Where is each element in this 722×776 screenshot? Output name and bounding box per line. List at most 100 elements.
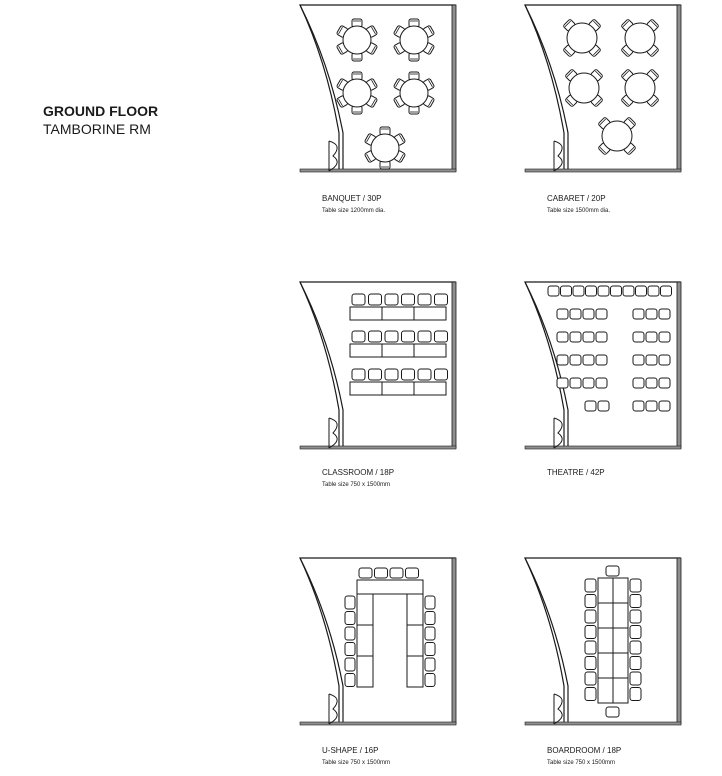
chair (344, 626, 356, 641)
rect-table (612, 627, 629, 654)
chair (424, 673, 436, 687)
chair-back (395, 79, 400, 88)
side-wall-shade (451, 557, 457, 725)
bottom-wall-shade (299, 445, 457, 450)
chair (629, 578, 642, 593)
chair (556, 308, 569, 320)
side-wall-shade (676, 281, 682, 449)
floor-heading: GROUND FLOOR TAMBORINE RM (43, 102, 158, 138)
chair (629, 625, 642, 639)
curved-wall (524, 557, 569, 724)
chair (597, 285, 610, 297)
rect-table (597, 652, 614, 679)
chair (379, 126, 391, 136)
caption-banquet: BANQUET / 30P Table size 1200mm dia. (322, 193, 385, 217)
side-wall-shade (676, 557, 682, 725)
chair-back (428, 26, 433, 35)
chair (351, 293, 366, 306)
chair (560, 285, 572, 297)
chair (389, 567, 404, 579)
chair (585, 285, 597, 297)
chair (384, 368, 399, 381)
chair (658, 354, 671, 366)
chair-back (564, 20, 571, 27)
layout-banquet: BANQUET / 30P Table size 1200mm dia. (297, 3, 457, 214)
door-swing (553, 693, 563, 725)
chair (408, 52, 420, 62)
layout-cabaret: CABARET / 20P Table size 1500mm dia. (522, 3, 682, 214)
chair (368, 330, 382, 343)
chair (344, 611, 356, 625)
chair-back (595, 70, 602, 77)
chair-back (622, 20, 629, 27)
chair (658, 308, 671, 320)
caption-boardroom: BOARDROOM / 18P Table size 750 x 1500mm (547, 745, 621, 769)
chair (434, 330, 448, 343)
chair (582, 308, 595, 320)
chair (582, 377, 595, 389)
chair (584, 625, 597, 639)
rect-table (406, 624, 424, 657)
chair (417, 293, 432, 306)
room-name: TAMBORINE RM (43, 121, 151, 137)
chair (645, 308, 658, 320)
door-swing (553, 140, 563, 172)
chair (584, 578, 597, 593)
chair-back (595, 99, 602, 106)
chair (417, 368, 432, 381)
chair (647, 285, 660, 297)
chair (645, 377, 658, 389)
chair-back (366, 153, 371, 162)
bottom-wall-shade (524, 168, 682, 173)
chair (635, 285, 647, 297)
chair-back (628, 118, 635, 125)
chair (434, 368, 448, 381)
side-wall-shade (451, 4, 457, 172)
rect-table (597, 602, 614, 629)
chair-back (371, 79, 376, 88)
chair-back (338, 98, 343, 107)
chair (424, 626, 436, 641)
chair (582, 354, 595, 366)
side-wall-shade (676, 4, 682, 172)
chair (629, 687, 642, 701)
chair-back (622, 70, 629, 77)
chair-back (371, 26, 376, 35)
rect-table (381, 306, 415, 321)
rect-table (597, 677, 614, 704)
round-table (342, 78, 372, 108)
chair (569, 377, 582, 389)
chair-back (599, 118, 606, 125)
chair (632, 331, 645, 343)
round-table (568, 72, 600, 104)
layout-boardroom: BOARDROOM / 18P Table size 750 x 1500mm (522, 556, 682, 766)
chair-back (366, 134, 371, 143)
layout-theatre: THEATRE / 42P (522, 280, 682, 477)
round-table (399, 78, 429, 108)
floorplan-ushape (299, 557, 457, 726)
chair (629, 594, 642, 608)
layout-title: CABARET / 20P (547, 194, 606, 203)
bottom-wall-shade (299, 721, 457, 726)
door-swing (328, 140, 338, 172)
chair (584, 594, 597, 608)
chair (595, 331, 608, 343)
chair-back (593, 49, 600, 56)
chair (344, 595, 356, 610)
floorplan-boardroom (524, 557, 682, 726)
chair-back (428, 98, 433, 107)
chair (584, 609, 597, 624)
rect-table (406, 593, 424, 626)
round-table (624, 22, 656, 54)
table-size-note: Table size 750 x 1500mm (547, 760, 616, 766)
chair-back (428, 79, 433, 88)
chair (582, 331, 595, 343)
chair (547, 285, 560, 297)
rect-table (413, 343, 447, 358)
layout-title: THEATRE / 42P (547, 468, 605, 477)
chair-back (566, 70, 573, 77)
chair (632, 354, 645, 366)
chair (632, 377, 645, 389)
chair (405, 567, 419, 579)
chair-back (622, 99, 629, 106)
